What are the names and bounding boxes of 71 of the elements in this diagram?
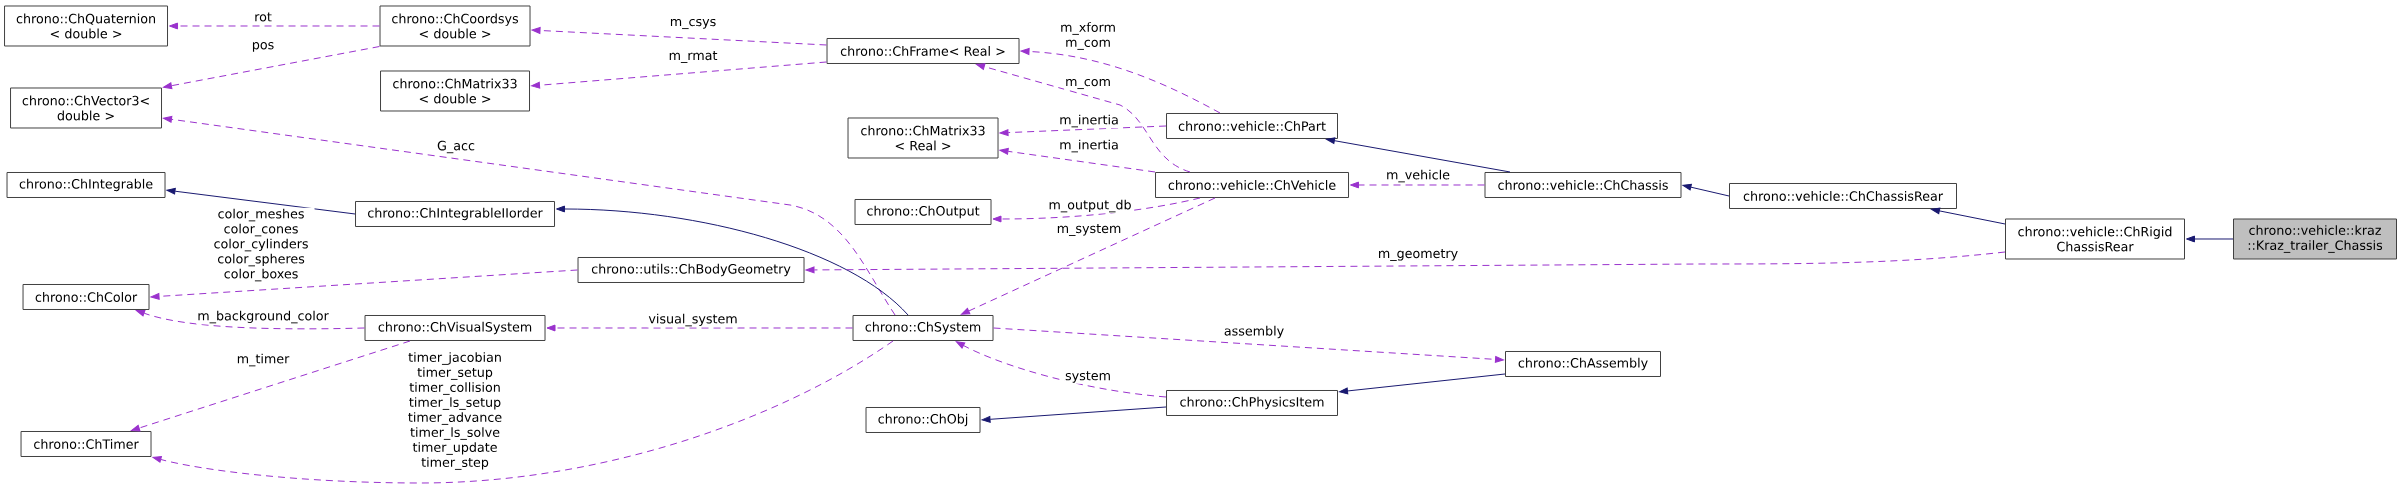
arrow bbox=[135, 309, 366, 330]
edge-label: color_meshes color_cones color_cylinders color_spheres color_boxes bbox=[207, 207, 315, 283]
class-box: chrono::ChMatrix33 < Real > bbox=[847, 117, 999, 159]
class-box: chrono::ChSystem bbox=[852, 315, 994, 341]
class-box: chrono::ChPhysicsItem bbox=[1166, 390, 1338, 416]
arrow bbox=[169, 22, 381, 30]
edge-label: timer_jacobian timer_setup timer_collision timer_ls_setup timer_advance timer_ls_solve timer_update timer_step bbox=[401, 351, 509, 471]
class-box: chrono::ChMatrix33 < double > bbox=[380, 70, 530, 112]
class-box: chrono::vehicle::ChPart bbox=[1166, 113, 1338, 139]
arrow bbox=[163, 115, 896, 316]
class-box: chrono::ChObj bbox=[865, 407, 981, 433]
arrow bbox=[999, 147, 1156, 173]
arrow bbox=[1931, 207, 2006, 225]
edge-label: visual_system bbox=[647, 312, 739, 328]
class-box: chrono::ChColor bbox=[22, 284, 150, 310]
arrow bbox=[556, 205, 909, 316]
arrow bbox=[1326, 137, 1511, 173]
class-box: chrono::ChVisualSystem bbox=[364, 315, 546, 341]
class-box: chrono::ChCoordsys < double > bbox=[379, 5, 531, 47]
arrow bbox=[150, 269, 579, 300]
arrow bbox=[993, 327, 1504, 363]
edge-label: assembly bbox=[1222, 324, 1286, 340]
arrow bbox=[163, 46, 381, 90]
class-box: chrono::ChOutput bbox=[854, 199, 992, 225]
class-box: chrono::ChIntegrableIIorder bbox=[355, 201, 555, 227]
arrow bbox=[1682, 183, 1730, 197]
arrow bbox=[166, 187, 356, 215]
edge-label: G_acc bbox=[436, 139, 476, 155]
edge-label: m_background_color bbox=[196, 309, 330, 325]
class-box: chrono::vehicle::ChVehicle bbox=[1155, 172, 1349, 198]
arrow bbox=[960, 197, 1216, 315]
edge-label: m_vehicle bbox=[1385, 168, 1451, 184]
arrow bbox=[531, 61, 827, 89]
arrow bbox=[976, 63, 1191, 173]
class-box: chrono::ChVector3< double > bbox=[10, 87, 163, 129]
class-box: chrono::vehicle::kraz ::Kraz_trailer_Chassis bbox=[2233, 218, 2397, 260]
class-box: chrono::ChFrame< Real > bbox=[826, 38, 1020, 64]
arrow bbox=[152, 340, 894, 484]
arrow bbox=[2186, 235, 2234, 243]
class-box: chrono::ChIntegrable bbox=[6, 172, 166, 198]
arrow bbox=[1020, 48, 1221, 114]
arrow bbox=[1339, 373, 1506, 395]
edge-label: m_timer bbox=[235, 352, 291, 368]
edge-label: m_xform m_com bbox=[1056, 21, 1120, 51]
class-box: chrono::ChAssembly bbox=[1505, 351, 1661, 377]
edge-label: rot bbox=[253, 11, 273, 23]
arrow bbox=[955, 341, 1167, 398]
class-box: chrono::vehicle::ChRigid ChassisRear bbox=[2005, 218, 2185, 260]
class-box: chrono::utils::ChBodyGeometry bbox=[577, 257, 805, 283]
class-box: chrono::ChQuaternion < double > bbox=[4, 5, 169, 47]
arrow bbox=[992, 197, 1201, 223]
edge-label: m_geometry bbox=[1376, 248, 1460, 262]
class-box: chrono::ChTimer bbox=[20, 431, 152, 457]
edge-label: m_rmat bbox=[667, 50, 719, 64]
arrow bbox=[130, 340, 411, 432]
arrow bbox=[999, 125, 1167, 136]
edge-label: m_com bbox=[1064, 77, 1112, 91]
edge-label: m_inertia bbox=[1058, 113, 1120, 129]
class-box: chrono::vehicle::ChChassisRear bbox=[1729, 183, 1957, 209]
edge-label: m_system bbox=[1055, 223, 1123, 237]
arrow bbox=[1350, 181, 1485, 189]
edge-label: system bbox=[1064, 370, 1112, 384]
edge-label: m_output_db bbox=[1047, 198, 1133, 214]
arrow bbox=[546, 324, 853, 332]
arrow bbox=[805, 251, 2006, 274]
arrow bbox=[981, 406, 1167, 423]
class-box: chrono::vehicle::ChChassis bbox=[1484, 172, 1682, 198]
edge-label: m_inertia bbox=[1058, 138, 1120, 154]
arrow bbox=[531, 27, 827, 46]
edge-label: m_csys bbox=[668, 17, 718, 31]
edge-label: pos bbox=[250, 41, 276, 53]
